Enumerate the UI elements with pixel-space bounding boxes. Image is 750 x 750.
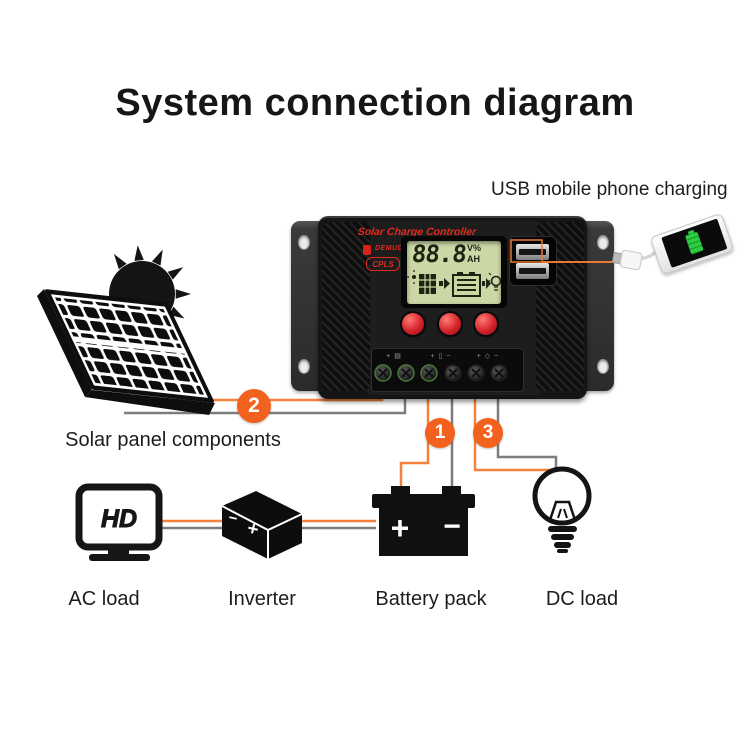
lcd-icon-row bbox=[407, 270, 501, 297]
marker-1-battery: 1 bbox=[425, 418, 455, 448]
battery-label: Battery pack bbox=[375, 588, 487, 610]
lcd-unit-ah: AH bbox=[467, 254, 480, 264]
battery-minus-mark: − bbox=[443, 510, 461, 543]
grip-texture-left bbox=[322, 222, 370, 391]
wire-load-positive bbox=[473, 392, 553, 472]
model-badge: CPLS bbox=[366, 257, 400, 271]
brand-name: DEMUDA bbox=[375, 245, 409, 252]
usb-slot bbox=[519, 249, 546, 255]
light-bulb-icon bbox=[532, 466, 592, 553]
inverter-label: Inverter bbox=[228, 588, 296, 610]
controller-button[interactable] bbox=[475, 313, 497, 335]
screw-hole-icon bbox=[298, 235, 310, 250]
usb-receptacle-icon bbox=[516, 244, 549, 260]
terminal-block: + ▤ + ▯ − + ◇ − bbox=[371, 348, 524, 392]
usb-highlight-box bbox=[510, 239, 543, 263]
lcd-solar-panel-icon bbox=[419, 274, 436, 294]
controller-button[interactable] bbox=[402, 313, 424, 335]
lcd-battery-icon bbox=[452, 272, 481, 297]
usb-plug-icon bbox=[611, 249, 643, 271]
usb-receptacle-icon bbox=[516, 263, 549, 279]
lcd-bulb-icon bbox=[487, 272, 501, 291]
screw-hole-icon bbox=[597, 235, 609, 250]
battery-pack-icon: + − bbox=[372, 486, 475, 556]
usb-charging-label: USB mobile phone charging bbox=[491, 179, 728, 200]
terminal-mark-solar: + ▤ bbox=[386, 353, 402, 360]
page-title: System connection diagram bbox=[115, 82, 635, 124]
marker-3-dc-load: 3 bbox=[473, 418, 503, 448]
usb-slot bbox=[519, 268, 546, 274]
lcd-arrow-icon bbox=[439, 278, 450, 289]
wire-solar-negative bbox=[124, 392, 407, 415]
screw-hole-icon bbox=[597, 359, 609, 374]
inverter-icon: − + bbox=[221, 491, 303, 559]
charging-battery-icon bbox=[684, 231, 704, 255]
marker-2-solar: 2 bbox=[237, 389, 271, 423]
battery-plus-mark: + bbox=[391, 510, 410, 546]
inverter-minus-mark: − bbox=[227, 509, 240, 528]
dc-load-label: DC load bbox=[545, 588, 619, 610]
terminal-screw-icons bbox=[374, 364, 508, 382]
hd-monitor-icon: HD bbox=[75, 483, 163, 561]
lcd-unit-volts: V% bbox=[467, 243, 482, 253]
terminal-mark-battery: + ▯ − bbox=[430, 353, 452, 360]
controller-button[interactable] bbox=[439, 313, 461, 335]
hd-monitor-text: HD bbox=[101, 505, 137, 533]
usb-port bbox=[509, 236, 557, 286]
terminal-mark-load: + ◇ − bbox=[476, 353, 500, 360]
lcd-sun-icon bbox=[407, 270, 421, 284]
solar-panel-label: Solar panel components bbox=[65, 429, 281, 451]
ac-load-label: AC load bbox=[68, 588, 140, 610]
inverter-plus-mark: + bbox=[245, 518, 261, 541]
solar-panel-icon bbox=[37, 289, 215, 415]
terminal-screws bbox=[374, 364, 508, 382]
screw-hole-icon bbox=[298, 359, 310, 374]
brand-logo-icon bbox=[363, 245, 371, 255]
